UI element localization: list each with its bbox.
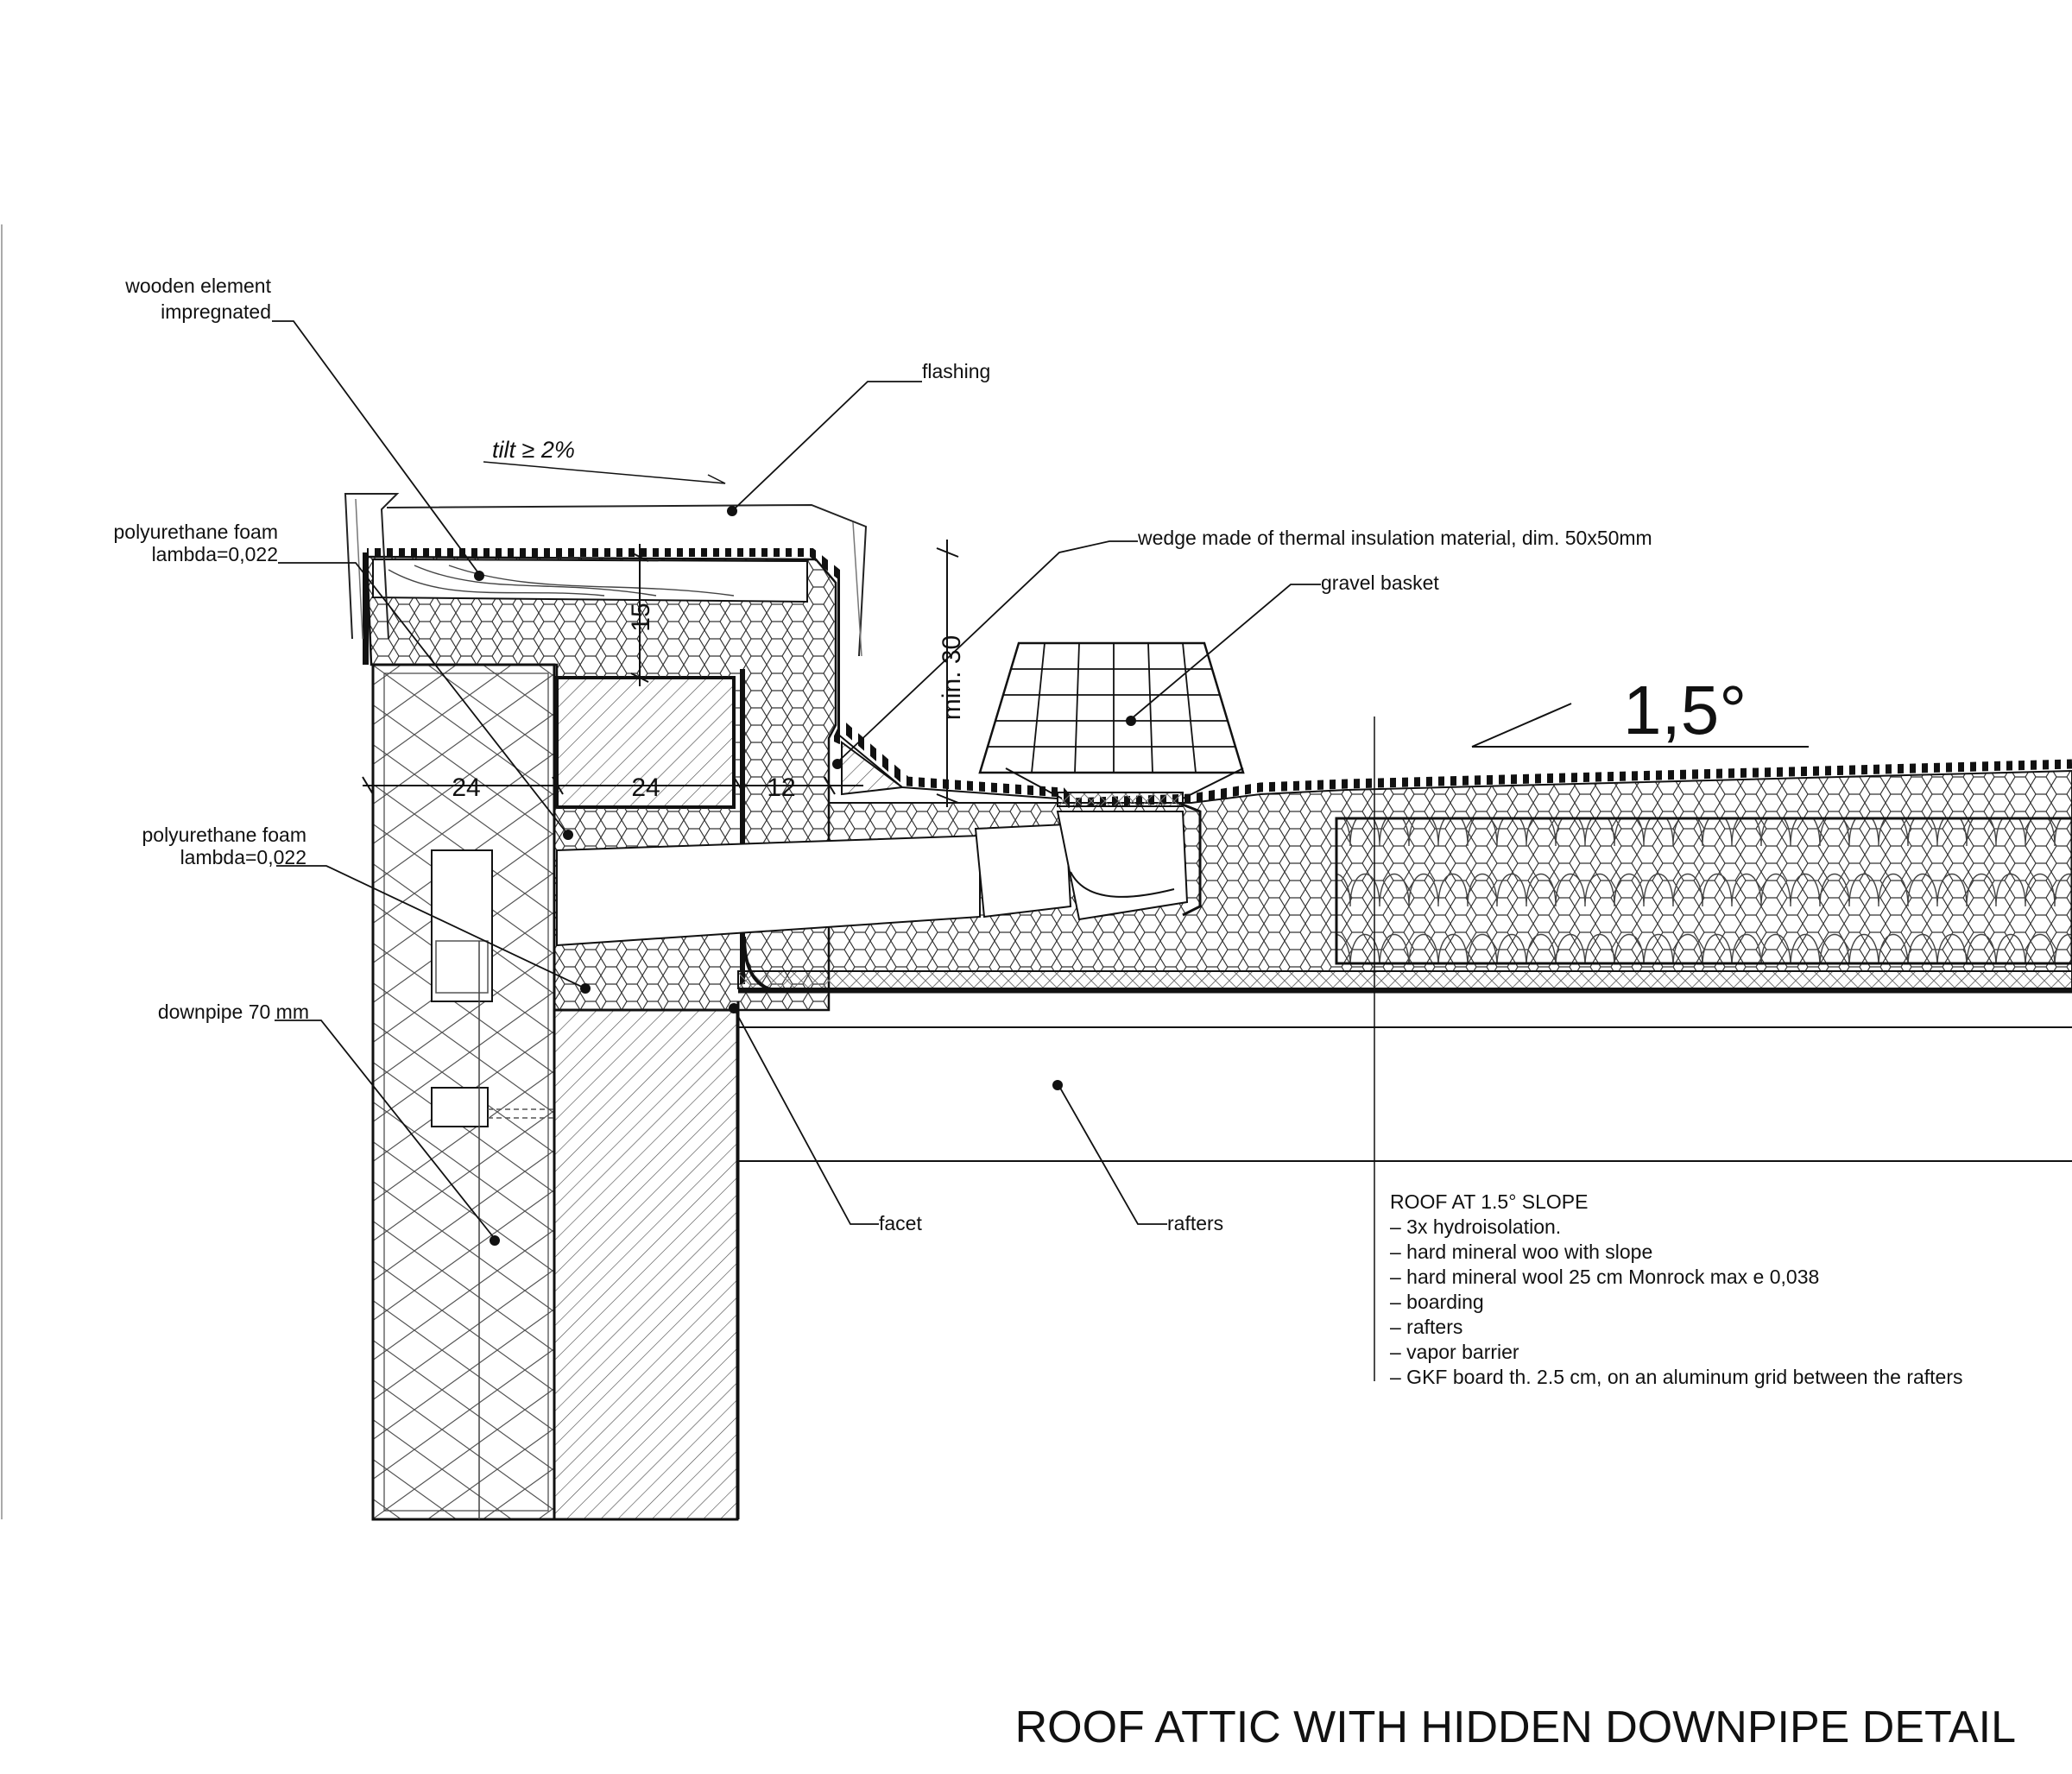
drawing-title: ROOF ATTIC WITH HIDDEN DOWNPIPE DETAIL — [1015, 1702, 2016, 1752]
boarding — [736, 936, 2072, 1519]
gravel-basket-shape — [978, 641, 1245, 807]
label-angle: 1,5° — [1623, 672, 1747, 748]
leader-dots — [474, 506, 1136, 1246]
roof-note-item: – hard mineral wool 25 cm Monrock max e … — [1390, 1266, 1819, 1288]
roof-note-item: – rafters — [1390, 1316, 1462, 1338]
label-pu-foam-top-2: lambda=0,022 — [152, 543, 278, 565]
dimension-lines — [362, 540, 959, 807]
flashing-metal — [344, 493, 868, 657]
roof-notes-heading: ROOF AT 1.5° SLOPE — [1390, 1190, 1588, 1213]
label-wedge: wedge made of thermal insulation materia… — [1137, 527, 1652, 549]
label-gravel-basket: gravel basket — [1321, 571, 1439, 594]
label-pu-foam-mid-2: lambda=0,022 — [180, 846, 306, 868]
dim-24-mid: 24 — [631, 773, 660, 802]
roof-notes: ROOF AT 1.5° SLOPE – 3x hydroisolation. … — [1390, 1190, 1963, 1388]
label-wooden-element-1: wooden element — [124, 275, 271, 297]
label-pu-foam-mid-1: polyurethane foam — [142, 824, 306, 846]
mineral-wool — [1335, 817, 2072, 965]
label-facet: facet — [879, 1212, 922, 1234]
label-wooden-element-2: impregnated — [161, 300, 271, 323]
label-flashing: flashing — [922, 360, 990, 382]
concrete-wall — [553, 1008, 739, 1521]
roof-note-item: – GKF board th. 2.5 cm, on an aluminum g… — [1390, 1366, 1963, 1388]
roof-note-item: – 3x hydroisolation. — [1390, 1215, 1561, 1238]
roof-note-item: – hard mineral woo with slope — [1390, 1241, 1652, 1263]
dim-24-left: 24 — [452, 773, 480, 802]
label-pu-foam-top-1: polyurethane foam — [113, 521, 278, 543]
slope-line — [1471, 703, 1572, 748]
roof-note-item: – boarding — [1390, 1291, 1484, 1313]
tilt-arrow — [483, 461, 726, 484]
dim-12: 12 — [767, 773, 795, 802]
downpipe-pipe — [431, 801, 1202, 1519]
wedge — [841, 741, 905, 796]
label-tilt: tilt ≥ 2% — [492, 437, 575, 463]
label-downpipe: downpipe 70 mm — [158, 1001, 309, 1023]
leader-lines — [272, 320, 1321, 1240]
label-rafters: rafters — [1167, 1212, 1223, 1234]
roof-note-item: – vapor barrier — [1390, 1341, 1519, 1363]
dim-15: 15 — [627, 603, 655, 631]
dim-min30: min. 30 — [938, 635, 966, 720]
